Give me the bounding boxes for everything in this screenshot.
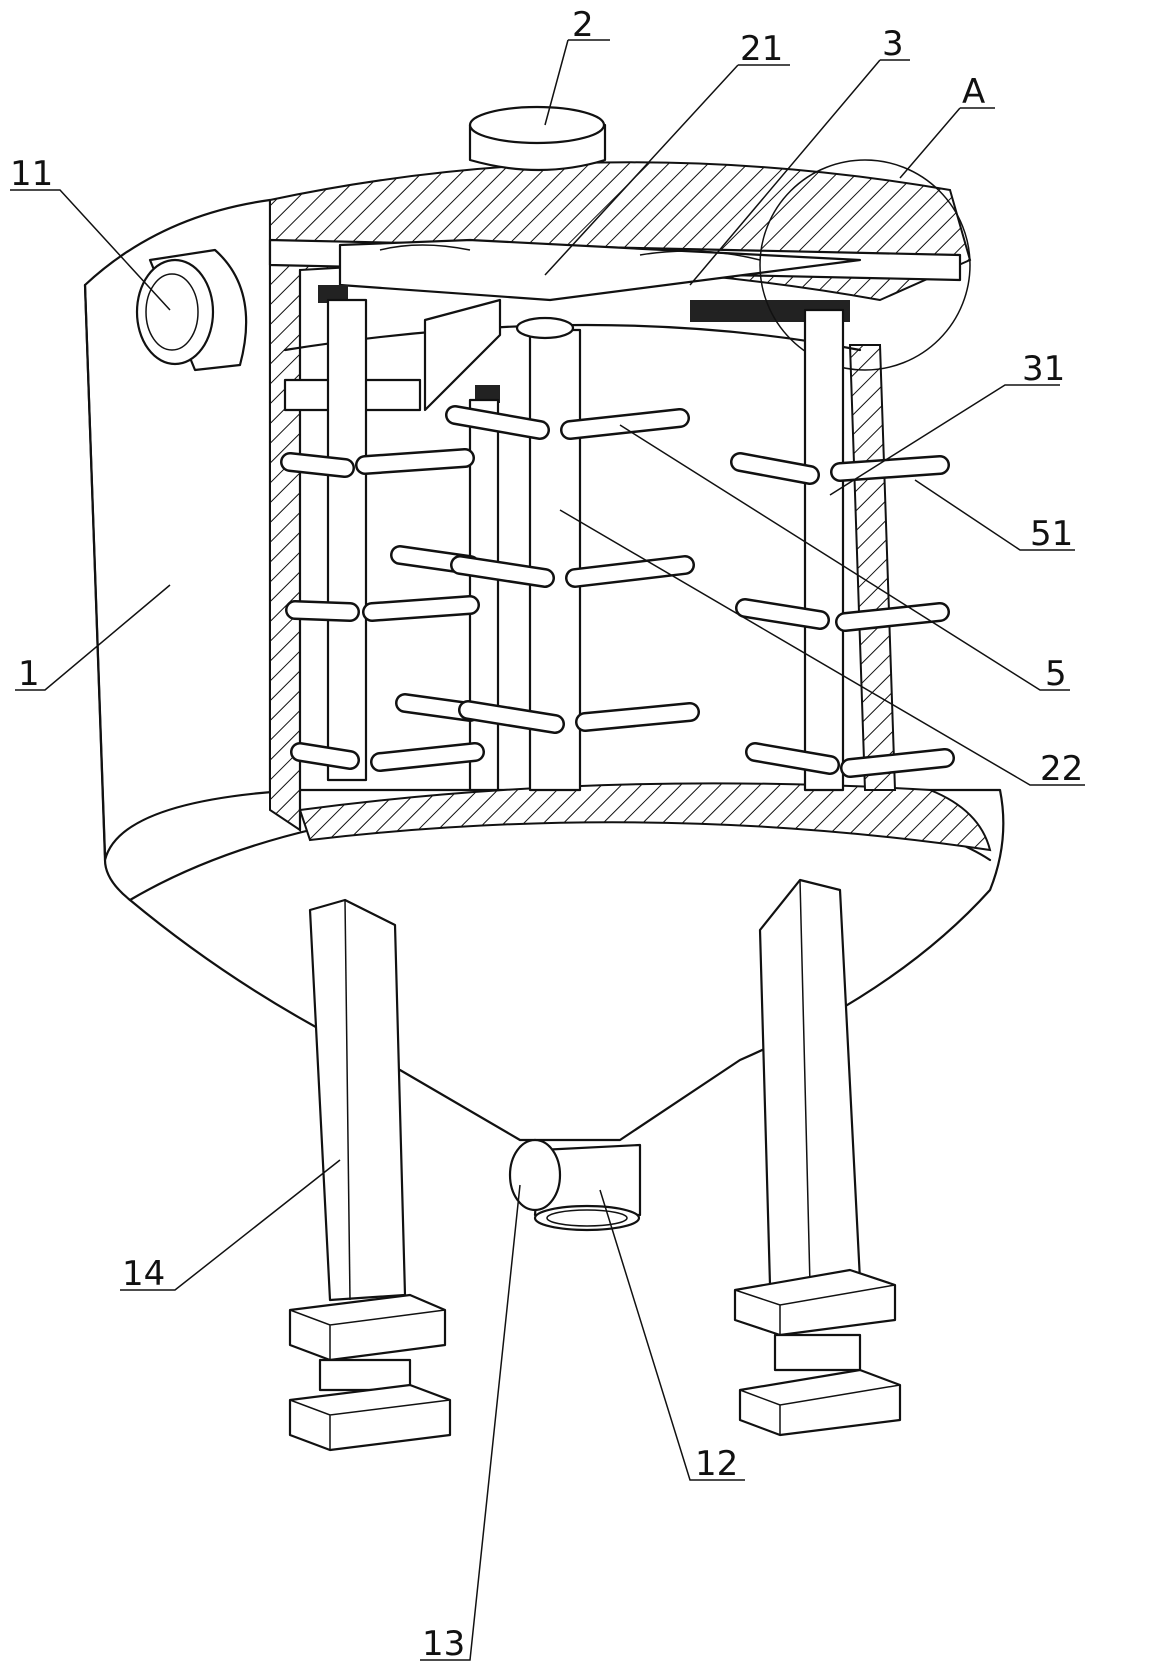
label-21: 21 bbox=[740, 29, 783, 69]
label-51: 51 bbox=[1030, 514, 1073, 554]
tank-wall-section bbox=[269, 161, 992, 852]
shafts bbox=[326, 298, 845, 792]
detail-circle-a bbox=[759, 159, 971, 371]
gear-left bbox=[318, 285, 348, 303]
stirring-rod bbox=[282, 454, 353, 476]
side-inlet bbox=[135, 248, 248, 372]
stirring-rod bbox=[737, 600, 828, 628]
top-frame bbox=[268, 238, 962, 412]
stirring-rod bbox=[287, 602, 358, 620]
stirring-rod bbox=[747, 744, 838, 773]
stirring-rod bbox=[732, 454, 818, 483]
bottom-outlet bbox=[508, 1138, 642, 1232]
leader-lines bbox=[10, 39, 1085, 1661]
stirring-rod bbox=[567, 557, 693, 586]
label-2: 2 bbox=[572, 5, 594, 45]
legs bbox=[288, 878, 902, 1452]
stirring-rod bbox=[292, 744, 358, 768]
label-31: 31 bbox=[1022, 349, 1065, 389]
stirring-rod bbox=[577, 704, 698, 730]
stirring-rod bbox=[837, 604, 948, 630]
shaft-right bbox=[803, 308, 845, 792]
label-a: A bbox=[962, 72, 985, 112]
stirring-rod bbox=[562, 410, 688, 438]
label-12: 12 bbox=[695, 1444, 738, 1484]
shaft-mid bbox=[468, 398, 500, 792]
top-inlet bbox=[468, 105, 607, 172]
stirring-rod bbox=[460, 702, 563, 732]
valve-cap bbox=[508, 1138, 562, 1212]
label-1: 1 bbox=[18, 654, 40, 694]
label-3: 3 bbox=[882, 24, 904, 64]
label-5: 5 bbox=[1045, 654, 1067, 694]
label-13: 13 bbox=[422, 1624, 465, 1664]
stirring-rod bbox=[372, 744, 483, 770]
stirring-rod bbox=[447, 407, 548, 438]
stirring-rod bbox=[842, 750, 953, 776]
stirring-rod bbox=[364, 597, 478, 620]
label-14: 14 bbox=[122, 1254, 165, 1294]
shaft-left bbox=[326, 298, 368, 782]
label-22: 22 bbox=[1040, 749, 1083, 789]
stirring-rod bbox=[452, 557, 553, 586]
stirring-rod bbox=[357, 450, 473, 473]
gear-small bbox=[475, 385, 500, 403]
stirring-rods bbox=[280, 405, 955, 778]
stirring-rod bbox=[832, 457, 948, 480]
label-11: 11 bbox=[10, 154, 53, 194]
